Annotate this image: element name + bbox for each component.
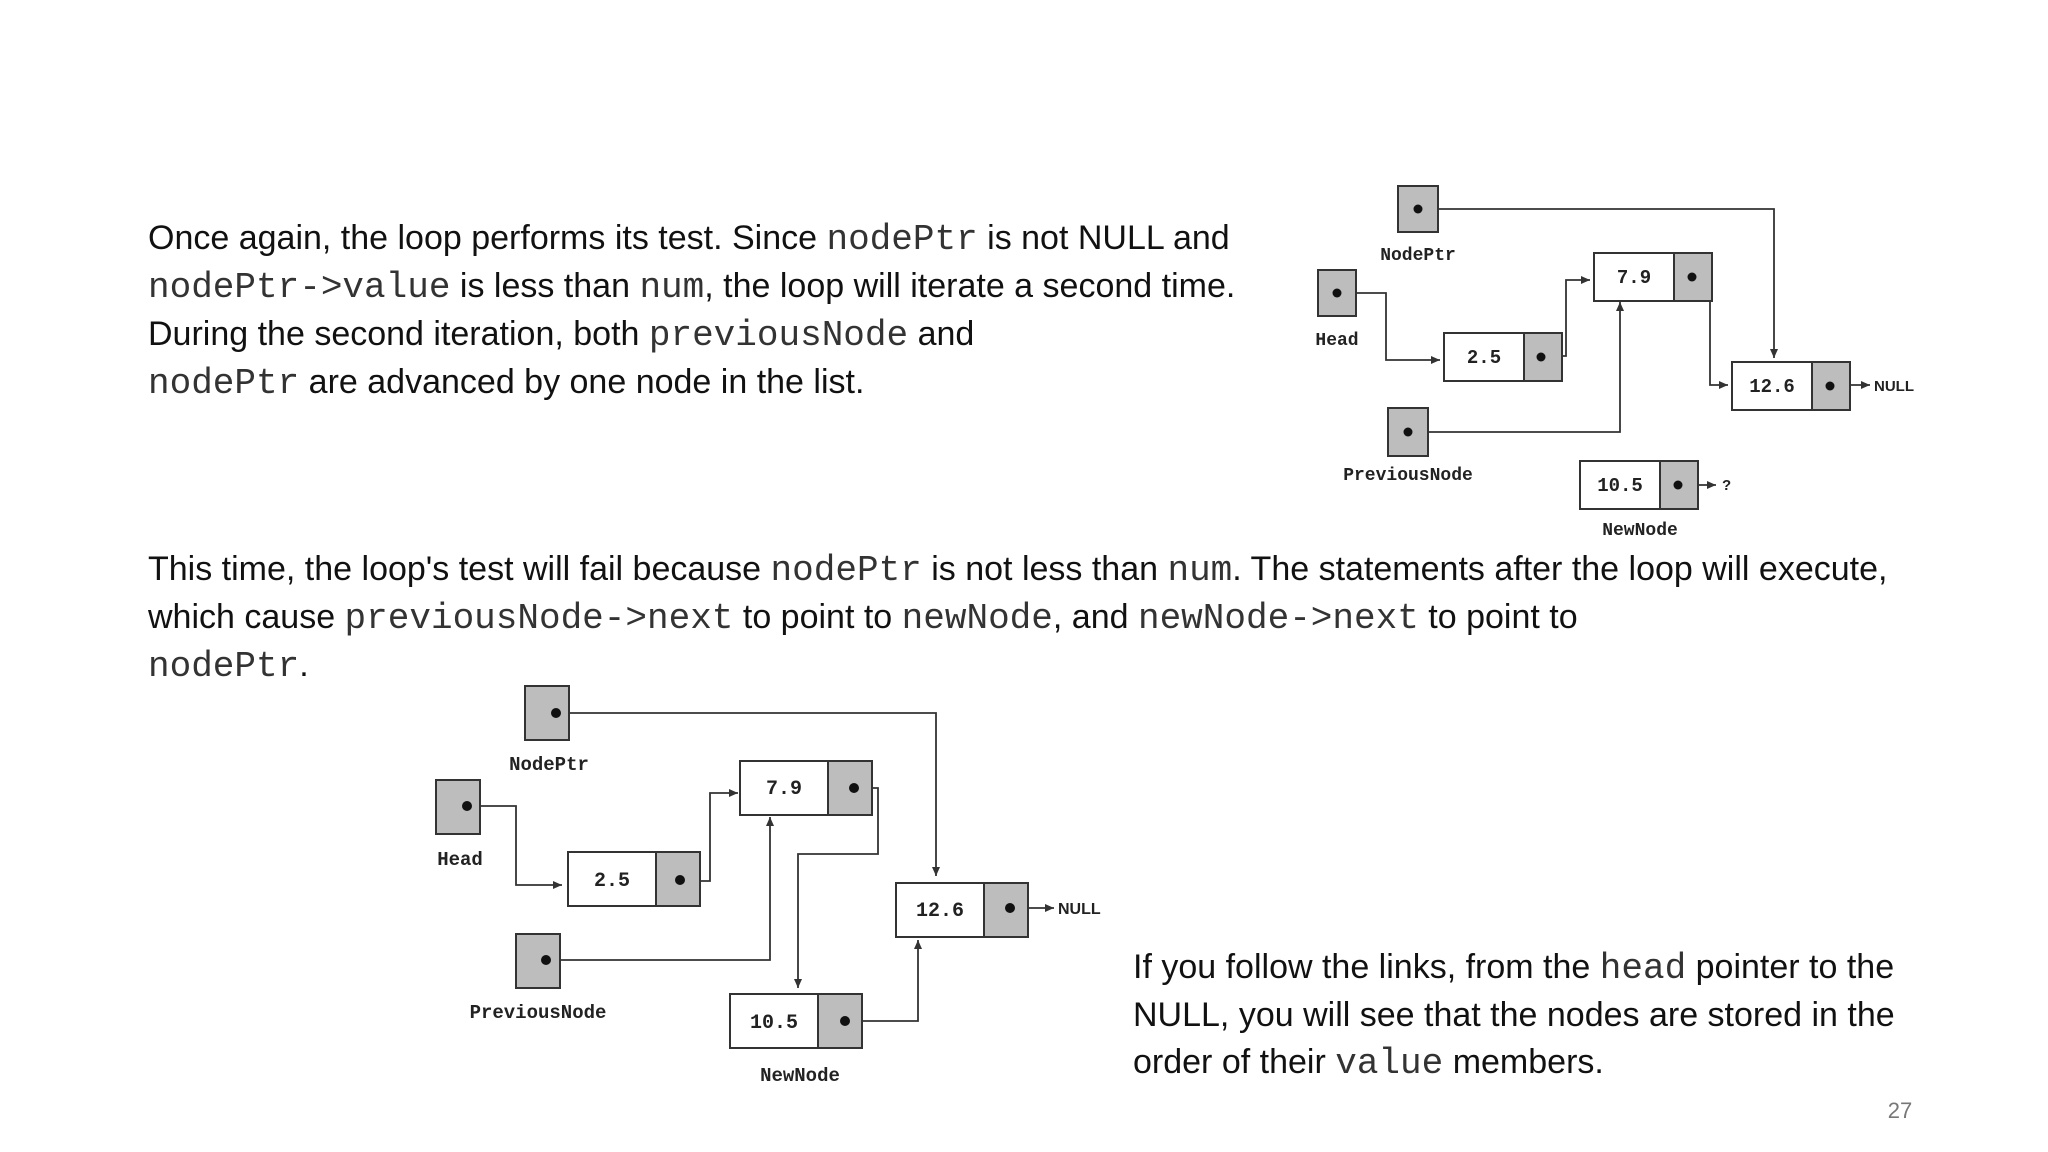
top-link-head-to-2-5	[1346, 292, 1440, 364]
p3-code-value: value	[1335, 1043, 1444, 1084]
bottom-link-7-9-to-10-5	[794, 787, 879, 988]
p2-code-newnode: newNode	[901, 598, 1053, 639]
bottom-newnode-value	[729, 993, 819, 1049]
top-previousnode-dot	[1403, 427, 1413, 437]
bottom-node-12-6-dot	[1005, 903, 1015, 913]
bottom-nodeptr-dot	[551, 708, 561, 718]
top-unknown-label: ?	[1722, 477, 1731, 494]
top-null-label: NULL	[1874, 378, 1914, 395]
bottom-node-12-6-value	[895, 882, 985, 938]
bottom-head-dot	[462, 801, 472, 811]
bottom-nodeptr-label: NodePtr	[509, 754, 589, 776]
paragraph-loop-fail: This time, the loop's test will fail bec…	[148, 546, 1938, 690]
p2-text-3: . The statements after the loop will exe…	[148, 550, 1888, 636]
bottom-previousnode-dot	[541, 955, 551, 965]
top-previousnode-label: PreviousNode	[1343, 466, 1473, 486]
p2-text-5: , and	[1052, 598, 1138, 636]
bottom-node-7-9-value	[739, 760, 829, 816]
bottom-previousnode-label: PreviousNode	[470, 1002, 607, 1024]
bottom-newnode-text: 10.5	[750, 1012, 798, 1035]
bottom-newnode-label: NewNode	[760, 1065, 840, 1087]
bottom-link-previousnode-to-7-9	[546, 817, 774, 961]
p2-code-previousnode-next: previousNode->next	[344, 598, 734, 639]
p1-text-3: is less than	[450, 267, 640, 305]
top-node-2-5-dot	[1536, 352, 1546, 362]
top-node-7-9-value	[1593, 252, 1675, 302]
p3-text-1: If you follow the links, from the	[1133, 948, 1600, 986]
page-number: 27	[1887, 1098, 1913, 1123]
p3-code-head: head	[1599, 948, 1687, 989]
bottom-previousnode-box	[515, 933, 561, 989]
p1-code-nodeptr-value: nodePtr->value	[148, 267, 451, 308]
top-node-7-9-dot	[1687, 272, 1697, 282]
p2-text-7: .	[299, 646, 309, 684]
top-link-previousnode-to-7-9	[1410, 302, 1624, 433]
p1-code-nodeptr: nodePtr	[826, 219, 978, 260]
bottom-link-head-to-2-5	[467, 805, 562, 889]
p2-text-4: to point to	[733, 598, 902, 636]
bottom-head-label: Head	[437, 849, 483, 871]
top-nodeptr-dot	[1413, 204, 1423, 214]
top-nodeptr-label: NodePtr	[1380, 246, 1456, 266]
top-node-12-6-text: 12.6	[1749, 376, 1795, 398]
top-node-12-6-dot	[1825, 381, 1835, 391]
bottom-node-7-9-dot	[849, 783, 859, 793]
top-newnode-value	[1579, 460, 1661, 510]
top-node-7-9-text: 7.9	[1617, 267, 1651, 289]
p1-text-1: Once again, the loop performs its test. …	[148, 219, 827, 257]
top-node-2-5-text: 2.5	[1467, 347, 1501, 369]
bottom-node-7-9-text: 7.9	[766, 778, 802, 801]
bottom-nodeptr-box	[524, 685, 570, 741]
bottom-head-box	[435, 779, 481, 835]
p3-text-2: pointer to the NULL, you will see that t…	[1133, 948, 1895, 1081]
p2-text-2: is not less than	[921, 550, 1168, 588]
bottom-link-nodeptr-to-12-6	[556, 712, 940, 876]
bottom-null-label: NULL	[1058, 901, 1101, 918]
p1-code-previousnode: previousNode	[648, 315, 909, 356]
top-newnode-dot	[1673, 480, 1683, 490]
p1-text-5: and	[908, 315, 975, 353]
top-head-dot	[1332, 288, 1342, 298]
p2-code-nodeptr: nodePtr	[770, 550, 922, 591]
top-head-label: Head	[1315, 331, 1358, 351]
top-node-2-5-value	[1443, 332, 1525, 382]
p2-text-6: to point to	[1418, 598, 1578, 636]
p1-code-num: num	[639, 267, 705, 308]
paragraph-loop-iteration: Once again, the loop performs its test. …	[148, 215, 1248, 407]
bottom-node-2-5-dot	[675, 875, 685, 885]
p2-code-newnode-next: newNode->next	[1137, 598, 1419, 639]
p1-text-4: , the loop will iterate a second time. D…	[148, 267, 1236, 353]
p2-code-num: num	[1167, 550, 1233, 591]
p2-text-1: This time, the loop's test will fail bec…	[148, 550, 771, 588]
bottom-node-2-5-text: 2.5	[594, 870, 630, 893]
bottom-newnode-dot	[840, 1016, 850, 1026]
bottom-node-12-6-text: 12.6	[916, 900, 964, 923]
top-newnode-text: 10.5	[1597, 475, 1643, 497]
p2-code-nodeptr-2: nodePtr	[148, 646, 300, 687]
paragraph-follow-links: If you follow the links, from the head p…	[1133, 944, 1933, 1087]
bottom-link-10-5-to-12-6	[858, 940, 922, 1022]
p1-text-2: is not NULL and	[977, 219, 1230, 257]
top-link-nodeptr-to-12-6	[1428, 208, 1778, 358]
top-newnode-label: NewNode	[1602, 521, 1678, 541]
p3-text-3: members.	[1443, 1043, 1604, 1081]
p1-text-6: are advanced by one node in the list.	[299, 363, 865, 401]
p1-code-nodeptr-2: nodePtr	[148, 363, 300, 404]
